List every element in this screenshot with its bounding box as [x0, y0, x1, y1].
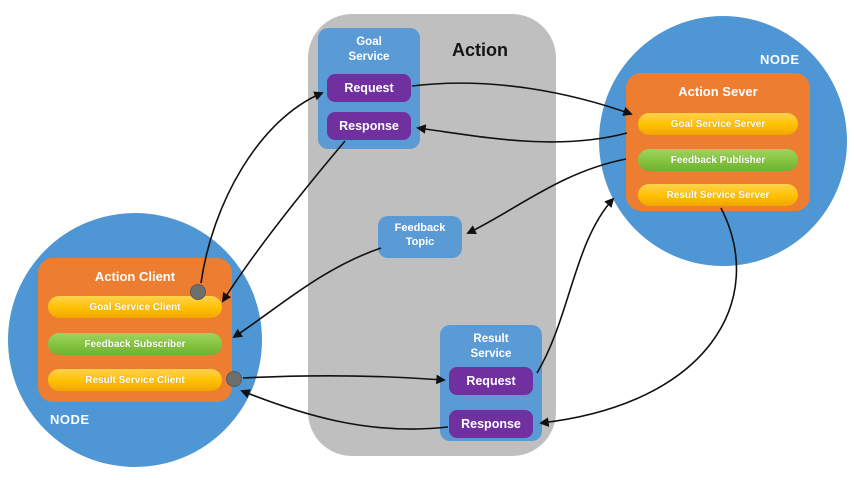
feedback-subscriber-pill: Feedback Subscriber	[48, 333, 222, 355]
server-node-label: NODE	[760, 52, 800, 67]
goal-service-title: Goal Service	[348, 36, 390, 63]
action-title: Action	[452, 40, 508, 60]
goal-request-box: Request	[327, 74, 411, 102]
goal-service-server-pill: Goal Service Server	[638, 113, 798, 135]
result-request-box: Request	[449, 367, 533, 395]
action-server-title: Action Sever	[678, 84, 758, 99]
result-response-box: Response	[449, 410, 533, 438]
feedback-topic-title: Feedback Topic	[394, 222, 446, 249]
goal-client-connector-dot	[190, 284, 206, 300]
feedback-topic-box: Feedback Topic	[378, 216, 462, 258]
result-service-title: Result Service	[470, 333, 512, 360]
action-client-title: Action Client	[94, 269, 176, 284]
feedback-publisher-pill: Feedback Publisher	[638, 149, 798, 171]
goal-service-client-pill: Goal Service Client	[48, 296, 222, 318]
result-service-server-pill: Result Service Server	[638, 184, 798, 206]
goal-response-box: Response	[327, 112, 411, 140]
client-node-label: NODE	[50, 412, 90, 427]
result-service-client-pill: Result Service Client	[48, 369, 222, 391]
result-client-connector-dot	[226, 371, 242, 387]
